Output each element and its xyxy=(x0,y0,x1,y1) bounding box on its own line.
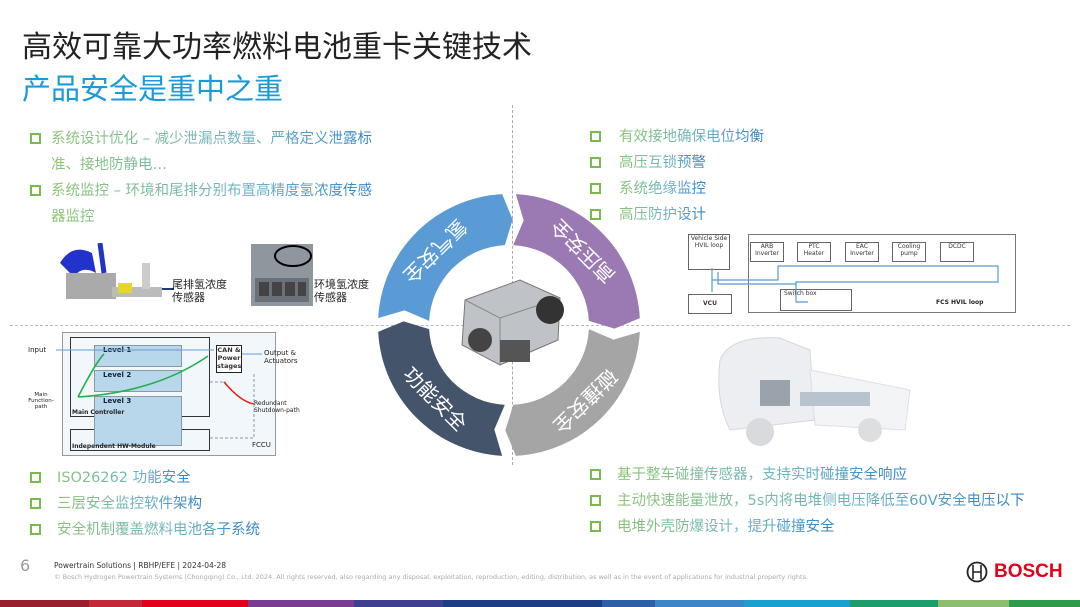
checkbox-bullet-icon xyxy=(30,133,41,144)
ring-segment-functional xyxy=(378,321,505,456)
bullet-text: 系统设计优化 – 减少泄漏点数量、严格定义泄露标准、接地防静电… xyxy=(51,126,385,178)
loop-label: FCS HVIL loop xyxy=(936,299,984,306)
ring-segment-high-voltage xyxy=(513,194,640,329)
slide-subtitle: 产品安全是重中之重 xyxy=(22,72,284,106)
checkbox-bullet-icon xyxy=(30,472,41,483)
bullet-text: ISO26262 功能安全 xyxy=(57,465,191,491)
output-label: Output & Actuators xyxy=(264,349,298,365)
truck-xray-image xyxy=(700,330,920,455)
checkbox-bullet-icon xyxy=(590,521,601,532)
level-3: Level 3 xyxy=(94,396,182,446)
functional-safety-bullets: ISO26262 功能安全 三层安全监控软件架构 安全机制覆盖燃料电池各子系统 xyxy=(30,465,260,543)
vcu-box: VCU xyxy=(688,294,732,314)
main-path-label: Main Function-path xyxy=(28,392,54,410)
checkbox-bullet-icon xyxy=(590,495,601,506)
footer-copyright: © Bosch Hydrogen Powertrain Systems (Cho… xyxy=(54,573,809,581)
bullet-text: 系统监控 – 环境和尾排分别布置高精度氢浓度传感器监控 xyxy=(51,178,385,230)
checkbox-bullet-icon xyxy=(30,185,41,196)
bullet-text: 系统绝缘监控 xyxy=(619,176,706,202)
color-stripe xyxy=(0,600,1080,607)
hw-module-label: Independent HW-Module xyxy=(72,443,156,450)
high-voltage-safety-bullets: 有效接地确保电位均衡 高压互锁预警 系统绝缘监控 高压防护设计 xyxy=(590,124,764,228)
component-box: Cooling pump xyxy=(892,242,926,262)
component-box: DCDC xyxy=(940,242,974,262)
bullet-text: 有效接地确保电位均衡 xyxy=(619,124,764,150)
fccu-label: FCCU xyxy=(252,441,271,449)
exhaust-sensor-image xyxy=(52,242,164,305)
checkbox-bullet-icon xyxy=(590,209,601,220)
arrow-icon xyxy=(162,288,174,290)
fuel-cell-system-image xyxy=(440,270,580,380)
main-controller-label: Main Controller xyxy=(72,409,125,416)
hvil-diagram: Vehicle Side HVIL loop VCU ARB Inverter … xyxy=(688,232,1020,314)
component-box: EAC Inverter xyxy=(845,242,879,262)
checkbox-bullet-icon xyxy=(590,469,601,480)
checkbox-bullet-icon xyxy=(30,524,41,535)
vehicle-side-box: Vehicle Side HVIL loop xyxy=(688,234,730,270)
exhaust-sensor-caption: 尾排氢浓度传感器 xyxy=(172,278,227,304)
component-box: PTC Heater xyxy=(797,242,831,262)
can-power-box: CAN & Power stages xyxy=(216,345,242,373)
redundant-label: Redundant Shutdown-path xyxy=(254,400,300,414)
checkbox-bullet-icon xyxy=(590,157,601,168)
bullet-text: 基于整车碰撞传感器，支持实时碰撞安全响应 xyxy=(617,462,907,488)
bullet-text: 电堆外壳防爆设计，提升碰撞安全 xyxy=(617,514,835,540)
ambient-sensor-caption: 环境氢浓度传感器 xyxy=(314,278,369,304)
ring-segment-crash xyxy=(505,329,640,456)
crash-safety-bullets: 基于整车碰撞传感器，支持实时碰撞安全响应 主动快速能量泄放，5s内将电堆侧电压降… xyxy=(590,462,1025,540)
component-box: ARB Inverter xyxy=(750,242,784,262)
footer-info: Powertrain Solutions | RBHP/EFE | 2024-0… xyxy=(54,561,226,570)
bullet-text: 高压防护设计 xyxy=(619,202,706,228)
bullet-text: 高压互锁预警 xyxy=(619,150,706,176)
checkbox-bullet-icon xyxy=(590,183,601,194)
page-number: 6 xyxy=(20,556,31,575)
checkbox-bullet-icon xyxy=(590,131,601,142)
checkbox-bullet-icon xyxy=(30,498,41,509)
safety-ring-diagram: 氢气安全高压安全碰撞安全功能安全 xyxy=(378,194,640,456)
bosch-wordmark: BOSCH xyxy=(994,561,1063,582)
ring-segment-hydrogen xyxy=(378,194,513,321)
level-2: Level 2 xyxy=(94,370,182,392)
input-label: Input xyxy=(28,346,47,354)
three-level-monitoring-diagram: Level 1 Level 2 Level 3 Main Controller … xyxy=(26,332,316,457)
switch-box: Switch box xyxy=(780,289,852,311)
bullet-text: 主动快速能量泄放，5s内将电堆侧电压降低至60V安全电压以下 xyxy=(617,488,1025,514)
slide-title: 高效可靠大功率燃料电池重卡关键技术 xyxy=(22,30,532,65)
bosch-logo: BOSCH xyxy=(966,561,1063,583)
bullet-text: 三层安全监控软件架构 xyxy=(57,491,202,517)
bullet-text: 安全机制覆盖燃料电池各子系统 xyxy=(57,517,260,543)
fcs-hvil-frame xyxy=(748,234,1016,313)
bosch-armature-icon xyxy=(966,561,988,583)
ambient-sensor-image xyxy=(251,244,313,306)
hydrogen-safety-bullets: 系统设计优化 – 减少泄漏点数量、严格定义泄露标准、接地防静电… 系统监控 – … xyxy=(30,126,385,230)
